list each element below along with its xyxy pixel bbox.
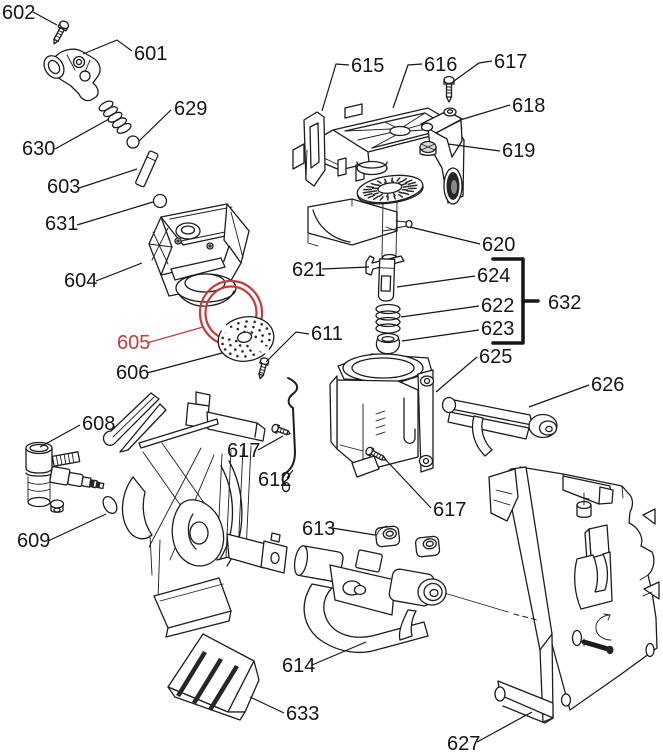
part-label-629: 629 [174,98,207,120]
part-602-screw-drawing [53,20,70,45]
callouts-layer: 602 601 629 630 603 631 604 605 606 611 608 609 615 6… [2,2,624,752]
part-label-624: 624 [477,265,510,287]
leader-line-608 [39,424,81,448]
part-615-drawing [292,111,326,187]
part-label-620: 620 [482,234,515,256]
leader-line-617-a [453,60,493,82]
dispersion-plate-slots [362,177,418,201]
part-617-a-screw-drawing [443,75,455,103]
part-main-frame-drawing [102,391,288,638]
leader-line-620 [409,226,481,245]
leader-line-630 [54,118,110,150]
leader-line-612 [286,469,294,479]
leader-line-609 [47,513,107,542]
leader-line-616 [392,63,423,109]
leader-line-627 [476,711,533,743]
part-611-screw-drawing [258,357,270,380]
part-label-618: 618 [512,95,545,117]
leader-line-604 [95,262,143,282]
leader-line-605 [146,326,204,344]
leader-line-611 [265,331,310,363]
leader-line-625 [435,356,478,393]
part-label-622: 622 [481,295,514,317]
part-617-b-screw-drawing [271,423,291,436]
part-606-drawing [217,316,275,362]
part-label-611: 611 [311,323,343,345]
leader-line-602 [32,11,58,26]
part-label-606: 606 [116,362,149,384]
leader-line-601 [82,39,133,55]
group-bracket-632 [491,257,540,345]
part-label-617-a: 617 [494,51,527,73]
part-604-drawing [148,203,250,307]
part-label-601: 601 [134,43,167,65]
part-label-626: 626 [591,374,624,396]
part-label-631: 631 [45,213,78,235]
part-label-613: 613 [302,518,335,540]
leader-line-614 [311,641,367,666]
part-label-625: 625 [479,346,512,368]
part-626-drawing [441,396,558,457]
part-627-drawing [488,466,660,724]
part-620-drawing [307,174,424,262]
leader-line-624 [396,275,476,288]
leader-line-606 [146,352,223,374]
part-label-617-c: 617 [433,499,466,521]
part-601-drawing [43,48,101,102]
part-label-612: 612 [258,469,291,491]
part-625-drawing [329,353,435,478]
part-608-drawing [25,441,105,513]
leader-line-603 [78,168,138,189]
part-label-614: 614 [282,655,315,677]
part-label-633: 633 [286,703,319,725]
part-624-drawing [377,258,396,302]
leader-line-631 [76,201,154,226]
part-617-c-screw-drawing [365,446,387,461]
leader-line-615 [321,63,350,112]
leader-line-613 [331,527,376,536]
part-label-630: 630 [22,138,55,160]
part-609-oring-drawing [102,495,118,515]
leader-line-618 [459,104,511,121]
part-633-drawing [167,633,260,721]
part-631-ball-drawing [152,193,168,209]
part-label-608: 608 [82,413,115,435]
part-label-615: 615 [351,55,384,77]
part-label-603: 603 [47,176,80,198]
part-label-632: 632 [548,292,581,314]
part-622-drawing [375,303,401,334]
part-613-drawing [374,525,441,558]
part-629-ball-drawing [126,135,140,149]
part-623-drawing [375,332,401,355]
part-label-617-b: 617 [227,440,260,462]
leader-line-621 [321,266,370,270]
leader-line-626 [528,384,590,408]
part-label-609: 609 [17,530,50,552]
part-614-drawing [293,545,447,654]
leader-line-633 [249,696,285,714]
part-label-621: 621 [292,259,325,281]
leader-line-623 [401,329,480,342]
leader-line-622 [400,305,480,318]
part-619-drawing [419,140,437,156]
part-label-604: 604 [64,270,97,292]
leader-line-617-c [384,458,432,509]
part-612-drawing [281,377,299,493]
part-label-605: 605 [117,332,150,354]
part-630-spring-drawing [98,100,132,134]
part-label-623: 623 [481,318,514,340]
part-label-616: 616 [424,54,457,76]
part-603-pin-drawing [135,150,159,188]
part-label-627: 627 [447,733,480,752]
leader-line-629 [138,109,172,142]
part-label-602: 602 [2,2,35,24]
leader-line-619 [447,143,501,152]
leader-line-617-b [257,435,284,451]
part-label-619: 619 [502,140,535,162]
